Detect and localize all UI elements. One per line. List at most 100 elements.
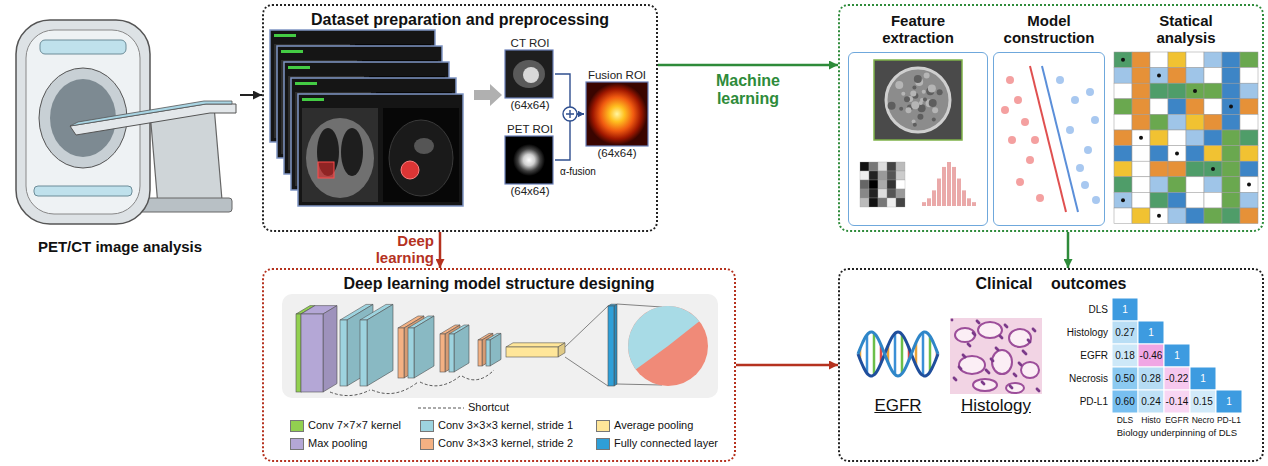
- correlation-matrix-part: [1112, 367, 1138, 390]
- cnn-layer-part: [323, 306, 337, 392]
- feature-extraction-art-part: [919, 101, 923, 105]
- statistics-heatmap-part: [1150, 161, 1168, 177]
- statistics-heatmap-part: [1222, 208, 1240, 224]
- correlation-matrix-part: [1112, 344, 1138, 367]
- statistics-heatmap-part: [1114, 52, 1132, 68]
- histology-image-part: [992, 360, 995, 363]
- dna-icon-part: [894, 333, 897, 374]
- cnn-layer-part: [478, 340, 482, 366]
- statistics-heatmap-part: [1157, 214, 1161, 218]
- histology-image-part: [1034, 330, 1037, 333]
- matrix-label: PD-L1: [1038, 396, 1108, 408]
- cnn-layer-part: [414, 316, 434, 378]
- roi-images-part: [505, 136, 553, 184]
- statistics-heatmap-part: [1114, 208, 1132, 224]
- statistics-heatmap-part: [1222, 192, 1240, 208]
- statistics-heatmap-part: [1222, 68, 1240, 84]
- feature-extraction-art-part: [878, 198, 887, 207]
- feature-extraction-art-part: [922, 90, 926, 94]
- statistics-heatmap-part: [1175, 151, 1179, 155]
- statistics-heatmap-part: [1150, 208, 1168, 224]
- histology-image-part: [1032, 328, 1035, 331]
- legend-item: Average pooling: [596, 419, 693, 432]
- statistics-heatmap-part: [1132, 177, 1150, 193]
- matrix-label: Necro: [1188, 415, 1218, 425]
- histology-image-part: [964, 356, 967, 359]
- statistics-heatmap-part: [1132, 52, 1150, 68]
- histology-image-part: [973, 333, 976, 336]
- roi-images-part: [513, 144, 545, 176]
- statistics-heatmap-part: [1186, 177, 1204, 193]
- feature-extraction-art-part: [929, 99, 937, 107]
- histology-image-part: [978, 322, 1002, 338]
- matrix-label: PD-L1: [1214, 415, 1244, 425]
- statistics-heatmap-part: [1186, 52, 1204, 68]
- model-construction-art-part: [1042, 66, 1078, 212]
- feature-extraction-art-part: [886, 68, 950, 132]
- statistics-heatmap-part: [1186, 192, 1204, 208]
- statistics-heatmap-part: [1114, 130, 1132, 146]
- image-caption: Histology: [941, 396, 1051, 416]
- legend-text: Conv 3×3×3 kernel, stride 2: [438, 437, 573, 450]
- step-heading: Model construction: [999, 12, 1099, 48]
- flow-arrow: [439, 232, 442, 268]
- statistics-heatmap-part: [1240, 114, 1258, 130]
- statistics-heatmap-part: [1168, 114, 1186, 130]
- statistics-heatmap-part: [1186, 130, 1204, 146]
- feature-extraction-art-part: [895, 81, 903, 89]
- histology-image-part: [996, 348, 999, 351]
- cnn-architecture: [282, 294, 718, 398]
- histology-image-part: [997, 349, 1000, 352]
- panel-title: Dataset preparation and preprocessing: [264, 10, 656, 29]
- cnn-layer: [449, 325, 469, 372]
- legend-line-sample: [418, 403, 464, 413]
- histology-image-part: [982, 382, 985, 385]
- model-construction-art: [1001, 66, 1100, 212]
- feature-extraction-art-part: [887, 171, 896, 180]
- feature-extraction-art-part: [878, 180, 887, 189]
- correlation-matrix-part: [1190, 390, 1216, 413]
- statistics-heatmap-part: [1222, 99, 1240, 115]
- feature-extraction-art-part: [896, 189, 905, 198]
- correlation-matrix-part: [1138, 390, 1164, 413]
- cnn-layer-part: [408, 328, 414, 378]
- histology-image-part: [976, 320, 979, 323]
- dna-icon-part: [901, 334, 904, 373]
- cnn-layer-part: [558, 343, 565, 357]
- histology-image-part: [1013, 373, 1016, 376]
- feature-extraction-art-part: [924, 72, 930, 78]
- feature-extraction-art-part: [922, 202, 926, 206]
- pet-ct-slices-part: [318, 162, 334, 178]
- feature-extraction-art-part: [942, 167, 946, 206]
- model-construction-art-part: [1031, 136, 1039, 144]
- feature-extraction-art-part: [901, 92, 905, 96]
- correlation-matrix-part: [1138, 344, 1164, 367]
- feature-extraction-art-part: [910, 91, 916, 97]
- dna-icon-part: [929, 336, 932, 372]
- histology-image-part: [992, 350, 1012, 374]
- cnn-layer: [360, 304, 393, 386]
- scanner-caption: PET/CT image analysis: [0, 238, 240, 256]
- histology-image-part: [1036, 388, 1039, 391]
- ml-step-box: Feature extraction: [848, 12, 988, 226]
- feature-extraction-art-part: [957, 179, 961, 206]
- legend-item: Shortcut: [418, 401, 509, 414]
- roi-label: (64x64): [584, 146, 650, 160]
- dna-icon-part: [922, 332, 925, 375]
- feature-extraction-art-part: [896, 162, 905, 171]
- flow-arrow: [1067, 232, 1070, 268]
- statistics-heatmap-part: [1168, 146, 1186, 162]
- feature-extraction-art-part: [860, 171, 869, 180]
- correlation-matrix-part: [1164, 367, 1190, 390]
- statistics-heatmap-part: [1157, 73, 1161, 77]
- cnn-layer-part: [360, 320, 367, 386]
- statistics-heatmap-part: [1204, 83, 1222, 99]
- feature-extraction-art-part: [899, 107, 903, 111]
- statistics-heatmap-part: [1114, 161, 1132, 177]
- statistics-heatmap-part: [1186, 146, 1204, 162]
- image-caption: α-fusion: [553, 166, 603, 178]
- statistics-heatmap-part: [1229, 105, 1233, 109]
- cnn-layer-part: [506, 347, 558, 357]
- model-construction-art-part: [1036, 194, 1044, 202]
- legend-swatch: [420, 420, 434, 432]
